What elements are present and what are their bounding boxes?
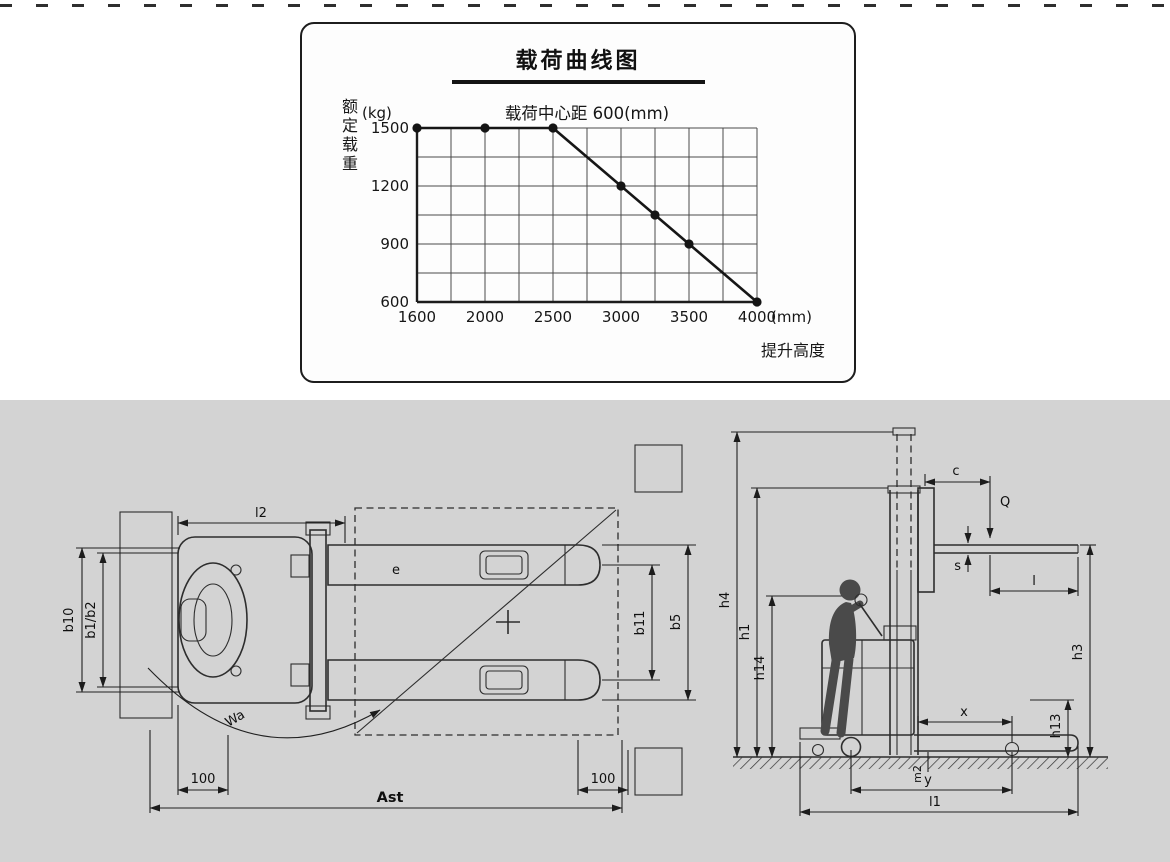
turning-radius-arc: [147, 667, 381, 739]
data-point: [616, 181, 626, 191]
load-curve-chart: (mm) 1600 2000 2500 3000 3500 4000 1500 1200 900…: [371, 119, 812, 326]
data-point: [548, 123, 558, 133]
operator-head: [839, 579, 861, 601]
obstacle-hatch-bottom: [634, 747, 683, 796]
tiller-head-top: [180, 598, 207, 642]
dim-label-h3: h3: [1071, 644, 1086, 661]
data-point: [684, 239, 694, 249]
dim-label-100-left: 100: [191, 772, 216, 787]
mast-cap-bottom: [305, 705, 331, 720]
data-point: [412, 123, 422, 133]
dim-label-h1: h1: [738, 624, 753, 641]
page-top-edge: [0, 4, 1170, 7]
fork-lowered: [914, 734, 1079, 752]
dim-label-y: y: [924, 773, 932, 788]
mast-mount-top: [290, 554, 310, 578]
mast-beam: [309, 529, 327, 712]
dim-label-h4: h4: [718, 592, 733, 609]
y-tick-label: 1200: [371, 177, 409, 195]
chassis-side: [821, 639, 915, 736]
castor-wheel: [811, 743, 825, 757]
operator-platform: [799, 727, 841, 740]
dim-label-m2: m2: [911, 765, 924, 783]
dim-label-c: c: [952, 464, 959, 479]
operator-leg: [820, 656, 841, 736]
dim-label-b5: b5: [669, 614, 684, 631]
y-axis-unit: (kg): [362, 104, 392, 122]
dim-label-e: e: [392, 563, 400, 578]
x-tick-label: 2500: [534, 308, 572, 326]
operator-guard: [178, 562, 248, 678]
x-tick-label: 3000: [602, 308, 640, 326]
dim-label-l1: l1: [929, 795, 941, 810]
data-point: [480, 123, 490, 133]
fork-lower: [327, 659, 601, 701]
pallet-diagonal: [356, 509, 617, 734]
dim-label-h14: h14: [753, 656, 768, 681]
dim-label-q: Q: [1000, 495, 1010, 510]
x-tick-label: 4000: [738, 308, 776, 326]
data-point: [650, 210, 660, 220]
chart-subtitle: 载荷中心距 600(mm): [504, 104, 670, 123]
fork-carriage-raised: [917, 487, 935, 593]
data-point: [752, 297, 762, 307]
stacker-side-view: c Q s l h4 h1 h14 h3: [718, 427, 1108, 816]
y-axis-label: 额定载重: [339, 98, 358, 174]
bolt-top: [230, 564, 242, 576]
load-chart-panel: 载荷曲线图 载荷中心距 600(mm) (kg) 额定载重 (mm) 1600 2…: [300, 22, 856, 383]
mast-bracket: [883, 625, 917, 641]
dim-label-b10: b10: [62, 608, 77, 633]
chart-title: 载荷曲线图: [515, 49, 641, 74]
ground-hatch: [733, 757, 1108, 769]
x-axis-label: 提升高度: [760, 341, 825, 360]
tiller-handle: [854, 593, 868, 607]
dim-label-x: x: [960, 705, 968, 720]
dim-label-b11: b11: [633, 611, 648, 636]
x-tick-label: 3500: [670, 308, 708, 326]
dim-label-b1-b2: b1/b2: [84, 601, 99, 638]
dim-label-h13: h13: [1049, 714, 1064, 739]
dim-label-l2: l2: [255, 506, 267, 521]
fork-roller-upper: [479, 550, 529, 580]
dim-label-wa: Wa: [223, 707, 248, 730]
technical-drawing-panel: Wa l2 b10 b1/b2 b11 b5: [0, 400, 1170, 862]
y-tick-label: 600: [380, 293, 409, 311]
y-tick-label: 900: [380, 235, 409, 253]
bolt-bottom: [230, 665, 242, 677]
wall-hatch-left: [119, 511, 173, 719]
operator-guard-inner: [193, 583, 233, 657]
dim-label-s: s: [954, 559, 961, 574]
mast-top-cap: [892, 427, 916, 436]
dim-label-100-right: 100: [591, 772, 616, 787]
operator-arm: [836, 600, 864, 620]
dim-label-ast: Ast: [377, 790, 404, 806]
x-axis-unit: (mm): [771, 308, 812, 326]
chart-title-underline: [452, 80, 705, 84]
operator-torso: [828, 602, 857, 663]
dim-label-l: l: [1032, 574, 1036, 589]
pallet-outline: [354, 507, 619, 736]
stacker-top-view: Wa l2 b10 b1/b2 b11 b5: [62, 444, 696, 813]
obstacle-hatch-top: [634, 444, 683, 493]
fork-upper: [327, 544, 601, 586]
drive-unit-outline: [177, 536, 313, 704]
y-tick-label: 1500: [371, 119, 409, 137]
x-tick-label: 2000: [466, 308, 504, 326]
tiller-arm: [858, 602, 883, 637]
dimension-drawings: Wa l2 b10 b1/b2 b11 b5: [62, 427, 1108, 816]
x-tick-label: 1600: [398, 308, 436, 326]
fork-roller-lower: [479, 665, 529, 695]
mast-mount-bottom: [290, 663, 310, 687]
